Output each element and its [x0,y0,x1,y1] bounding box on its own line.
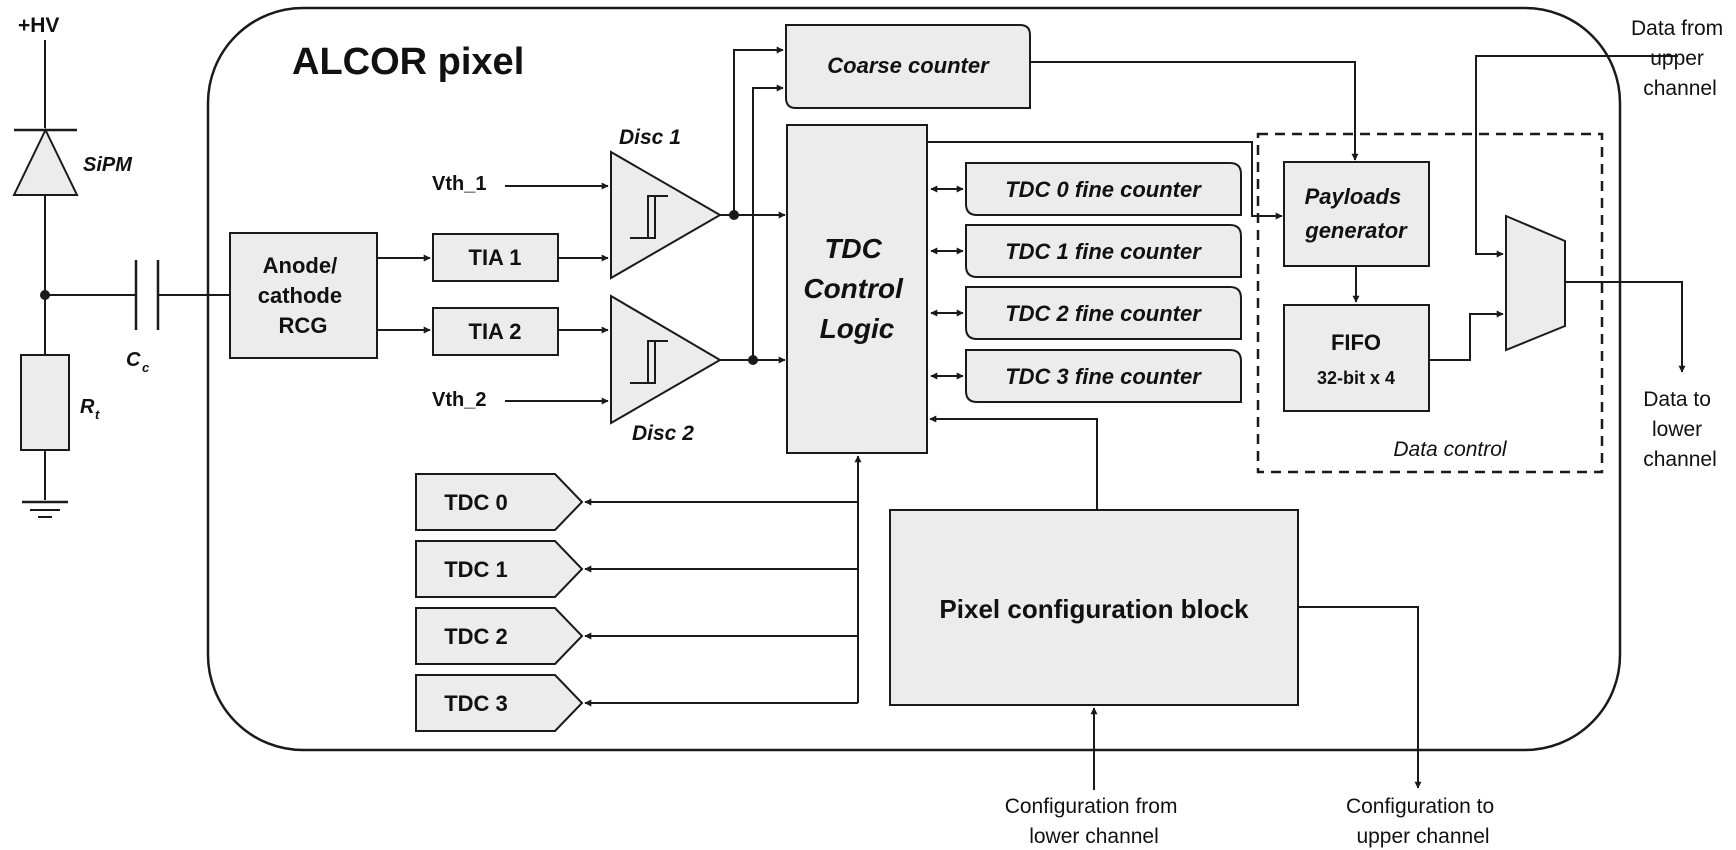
tdc-3-block: TDC 3 [415,674,584,732]
tdc-0-label: TDC 0 [444,490,508,515]
data-from-upper-line-2: upper [1650,47,1704,70]
rt-subscript: t [95,407,100,422]
fine-counter-0-label: TDC 0 fine counter [1005,177,1202,202]
tdc-1-label: TDC 1 [444,557,508,582]
data-to-lower-line-1: Data to [1643,388,1711,411]
config-from-lower-line-1: Configuration from [1005,795,1178,818]
ground-icon [22,500,68,518]
sipm-diode-icon [12,127,79,196]
svg-text:Payloads generator: Payloads generator [1304,184,1408,243]
tcl-label-line-1: TDC [824,233,882,264]
vth2-label: Vth_2 [432,389,486,411]
disc2-comparator-icon [610,294,722,425]
tdc-3-label: TDC 3 [444,691,508,716]
svg-text:Data to lower channel: Data to lower channel [1643,388,1717,471]
svg-text:TDC Control Logic: TDC Control Logic [803,233,910,344]
data-control-label: Data control [1393,438,1508,461]
fine-counter-1: TDC 1 fine counter [930,224,1242,278]
tia2-block [432,307,559,356]
anode-cathode-rcg-block [229,232,378,359]
payloads-label-line-2: generator [1304,218,1408,243]
disc1-comparator-icon [610,150,722,280]
termination-resistor [20,354,70,451]
config-to-upper-line-1: Configuration to [1346,795,1494,818]
fine-counter-0: TDC 0 fine counter [930,162,1242,216]
tdc-control-logic-block [786,124,928,454]
tcl-label-line-3: Logic [820,313,895,344]
coarse-counter-label: Coarse counter [827,53,990,78]
sipm-label: SiPM [83,154,133,176]
coupling-capacitor-icon [134,260,160,330]
tia1-block [432,233,559,282]
tdc-2-block: TDC 2 [415,607,584,665]
tia1-label: TIA 1 [469,245,522,270]
vth1-label: Vth_1 [432,173,486,195]
fine-counter-2: TDC 2 fine counter [930,286,1242,340]
fine-counter-3-label: TDC 3 fine counter [1005,364,1202,389]
rt-label: R [80,396,95,418]
rcg-label-line-3: RCG [279,313,328,338]
svg-text:Data from upper channe: Data from upper channel [1631,17,1729,100]
tdc-1-block: TDC 1 [415,540,584,598]
fifo-block [1283,304,1430,412]
hv-label: +HV [18,14,59,37]
config-from-lower-line-2: lower channel [1029,825,1159,848]
data-to-lower-line-2: lower [1652,418,1702,441]
tdc-0-block: TDC 0 [415,473,584,531]
pixel-boundary [206,6,1622,752]
pixel-configuration-block [889,509,1299,706]
tdc-2-label: TDC 2 [444,624,508,649]
payloads-label-line-1: Payloads [1305,184,1402,209]
data-from-upper-line-1: Data from [1631,17,1723,40]
svg-text:Anode/ cathode RCG: Anode/ cathode RCG [258,253,348,338]
rcg-label-line-1: Anode/ [263,253,338,278]
fine-counter-2-label: TDC 2 fine counter [1005,301,1202,326]
data-control-region [1256,132,1604,474]
fine-counter-1-label: TDC 1 fine counter [1005,239,1202,264]
payloads-generator-block [1283,161,1430,267]
coarse-counter-block [785,24,1031,109]
fifo-detail: 32-bit x 4 [1317,368,1395,388]
config-to-upper-line-2: upper channel [1356,825,1489,848]
pixel-config-label: Pixel configuration block [939,594,1249,624]
fifo-label: FIFO [1331,330,1381,355]
diagram-title: ALCOR pixel [292,41,524,83]
tcl-label-line-2: Control [803,273,904,304]
svg-text:Configuration from lower c: Configuration from lower channel [1005,795,1184,848]
data-from-upper-line-3: channel [1643,77,1717,100]
rcg-label-line-2: cathode [258,283,342,308]
disc2-label: Disc 2 [632,422,694,445]
data-to-lower-line-3: channel [1643,448,1717,471]
disc1-label: Disc 1 [619,126,681,149]
output-multiplexer [1505,214,1566,352]
cc-label: C [126,349,141,371]
svg-text:Configuration to upper cha: Configuration to upper channel [1346,795,1500,848]
tia2-label: TIA 2 [469,319,522,344]
cc-subscript: c [142,360,150,375]
fine-counter-3: TDC 3 fine counter [930,349,1242,403]
